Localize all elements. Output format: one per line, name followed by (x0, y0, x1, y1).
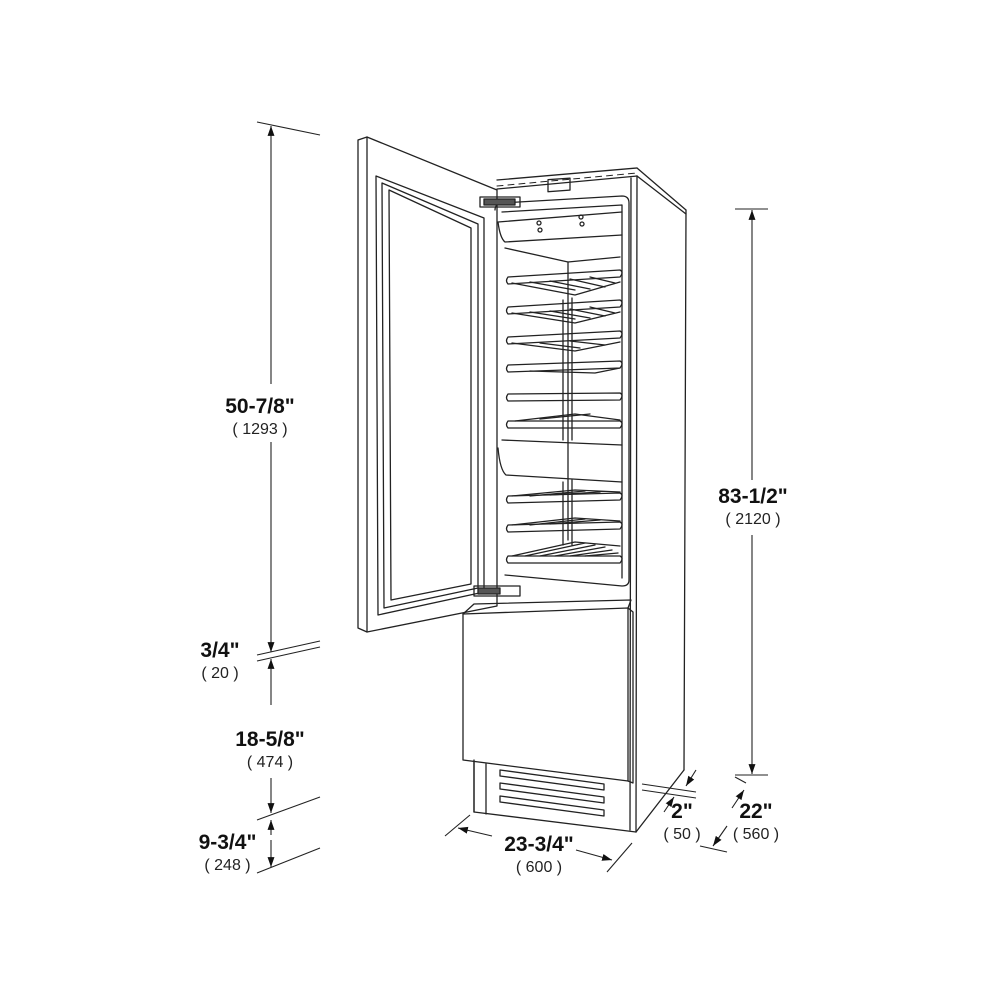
imperial-value: 50-7/8" (225, 395, 295, 418)
control-button (578, 214, 584, 220)
dim-label-width: 23-3/4" ( 600 ) (485, 834, 593, 876)
dim-label-base-height: 9-3/4" ( 248 ) (180, 832, 275, 874)
dim-label-depth: 22" ( 560 ) (726, 801, 786, 843)
ext-line-width-right (606, 842, 633, 873)
metric-value: ( 248 ) (204, 857, 251, 874)
imperial-value: 23-3/4" (504, 833, 574, 856)
imperial-value: 2" (671, 800, 693, 823)
grille-slot (499, 795, 605, 817)
metric-value: ( 600 ) (515, 859, 563, 876)
ext-line-door-bottom-b (256, 646, 321, 662)
metric-value: ( 474 ) (246, 754, 294, 771)
ext-line-door-top (256, 121, 321, 136)
ext-line-door-bottom-a (256, 640, 321, 656)
glass-door[interactable] (357, 136, 498, 633)
glass-pane (388, 189, 472, 601)
dim-label-door-gap: 3/4" ( 20 ) (180, 640, 260, 682)
bottom-drawer[interactable] (462, 599, 634, 784)
wine-racks-lower (505, 489, 623, 564)
metric-value: ( 560 ) (732, 826, 780, 843)
metric-value: ( 50 ) (663, 826, 701, 843)
grille-slot (499, 769, 605, 791)
dim-label-panel-depth: 2" ( 50 ) (657, 801, 707, 843)
display-screen (547, 177, 571, 193)
control-button (579, 221, 585, 227)
ext-line-drawer-bottom (256, 796, 321, 821)
ext-line-width-left (444, 814, 471, 837)
dim-line-width (457, 826, 493, 837)
dim-label-drawer-height: 18-5/8" ( 474 ) (215, 729, 325, 771)
wine-racks-upper (505, 269, 623, 429)
grille-slot (499, 782, 605, 804)
door-hinges (473, 196, 521, 597)
dim-label-door-height: 50-7/8" ( 1293 ) (205, 396, 315, 438)
metric-value: ( 20 ) (201, 665, 239, 682)
cabinet-body (473, 167, 687, 833)
metric-value: ( 2120 ) (725, 511, 781, 528)
base-grille (473, 761, 605, 817)
imperial-value: 18-5/8" (235, 728, 305, 751)
imperial-value: 83-1/2" (718, 485, 788, 508)
imperial-value: 9-3/4" (198, 831, 257, 854)
imperial-value: 22" (739, 800, 773, 823)
control-panel (497, 211, 623, 243)
dim-label-total-height: 83-1/2" ( 2120 ) (700, 486, 806, 528)
ext-line-base-bottom (256, 847, 321, 874)
metric-value: ( 1293 ) (232, 421, 288, 438)
imperial-value: 3/4" (200, 639, 240, 662)
control-button (537, 227, 543, 233)
control-button (536, 220, 542, 226)
